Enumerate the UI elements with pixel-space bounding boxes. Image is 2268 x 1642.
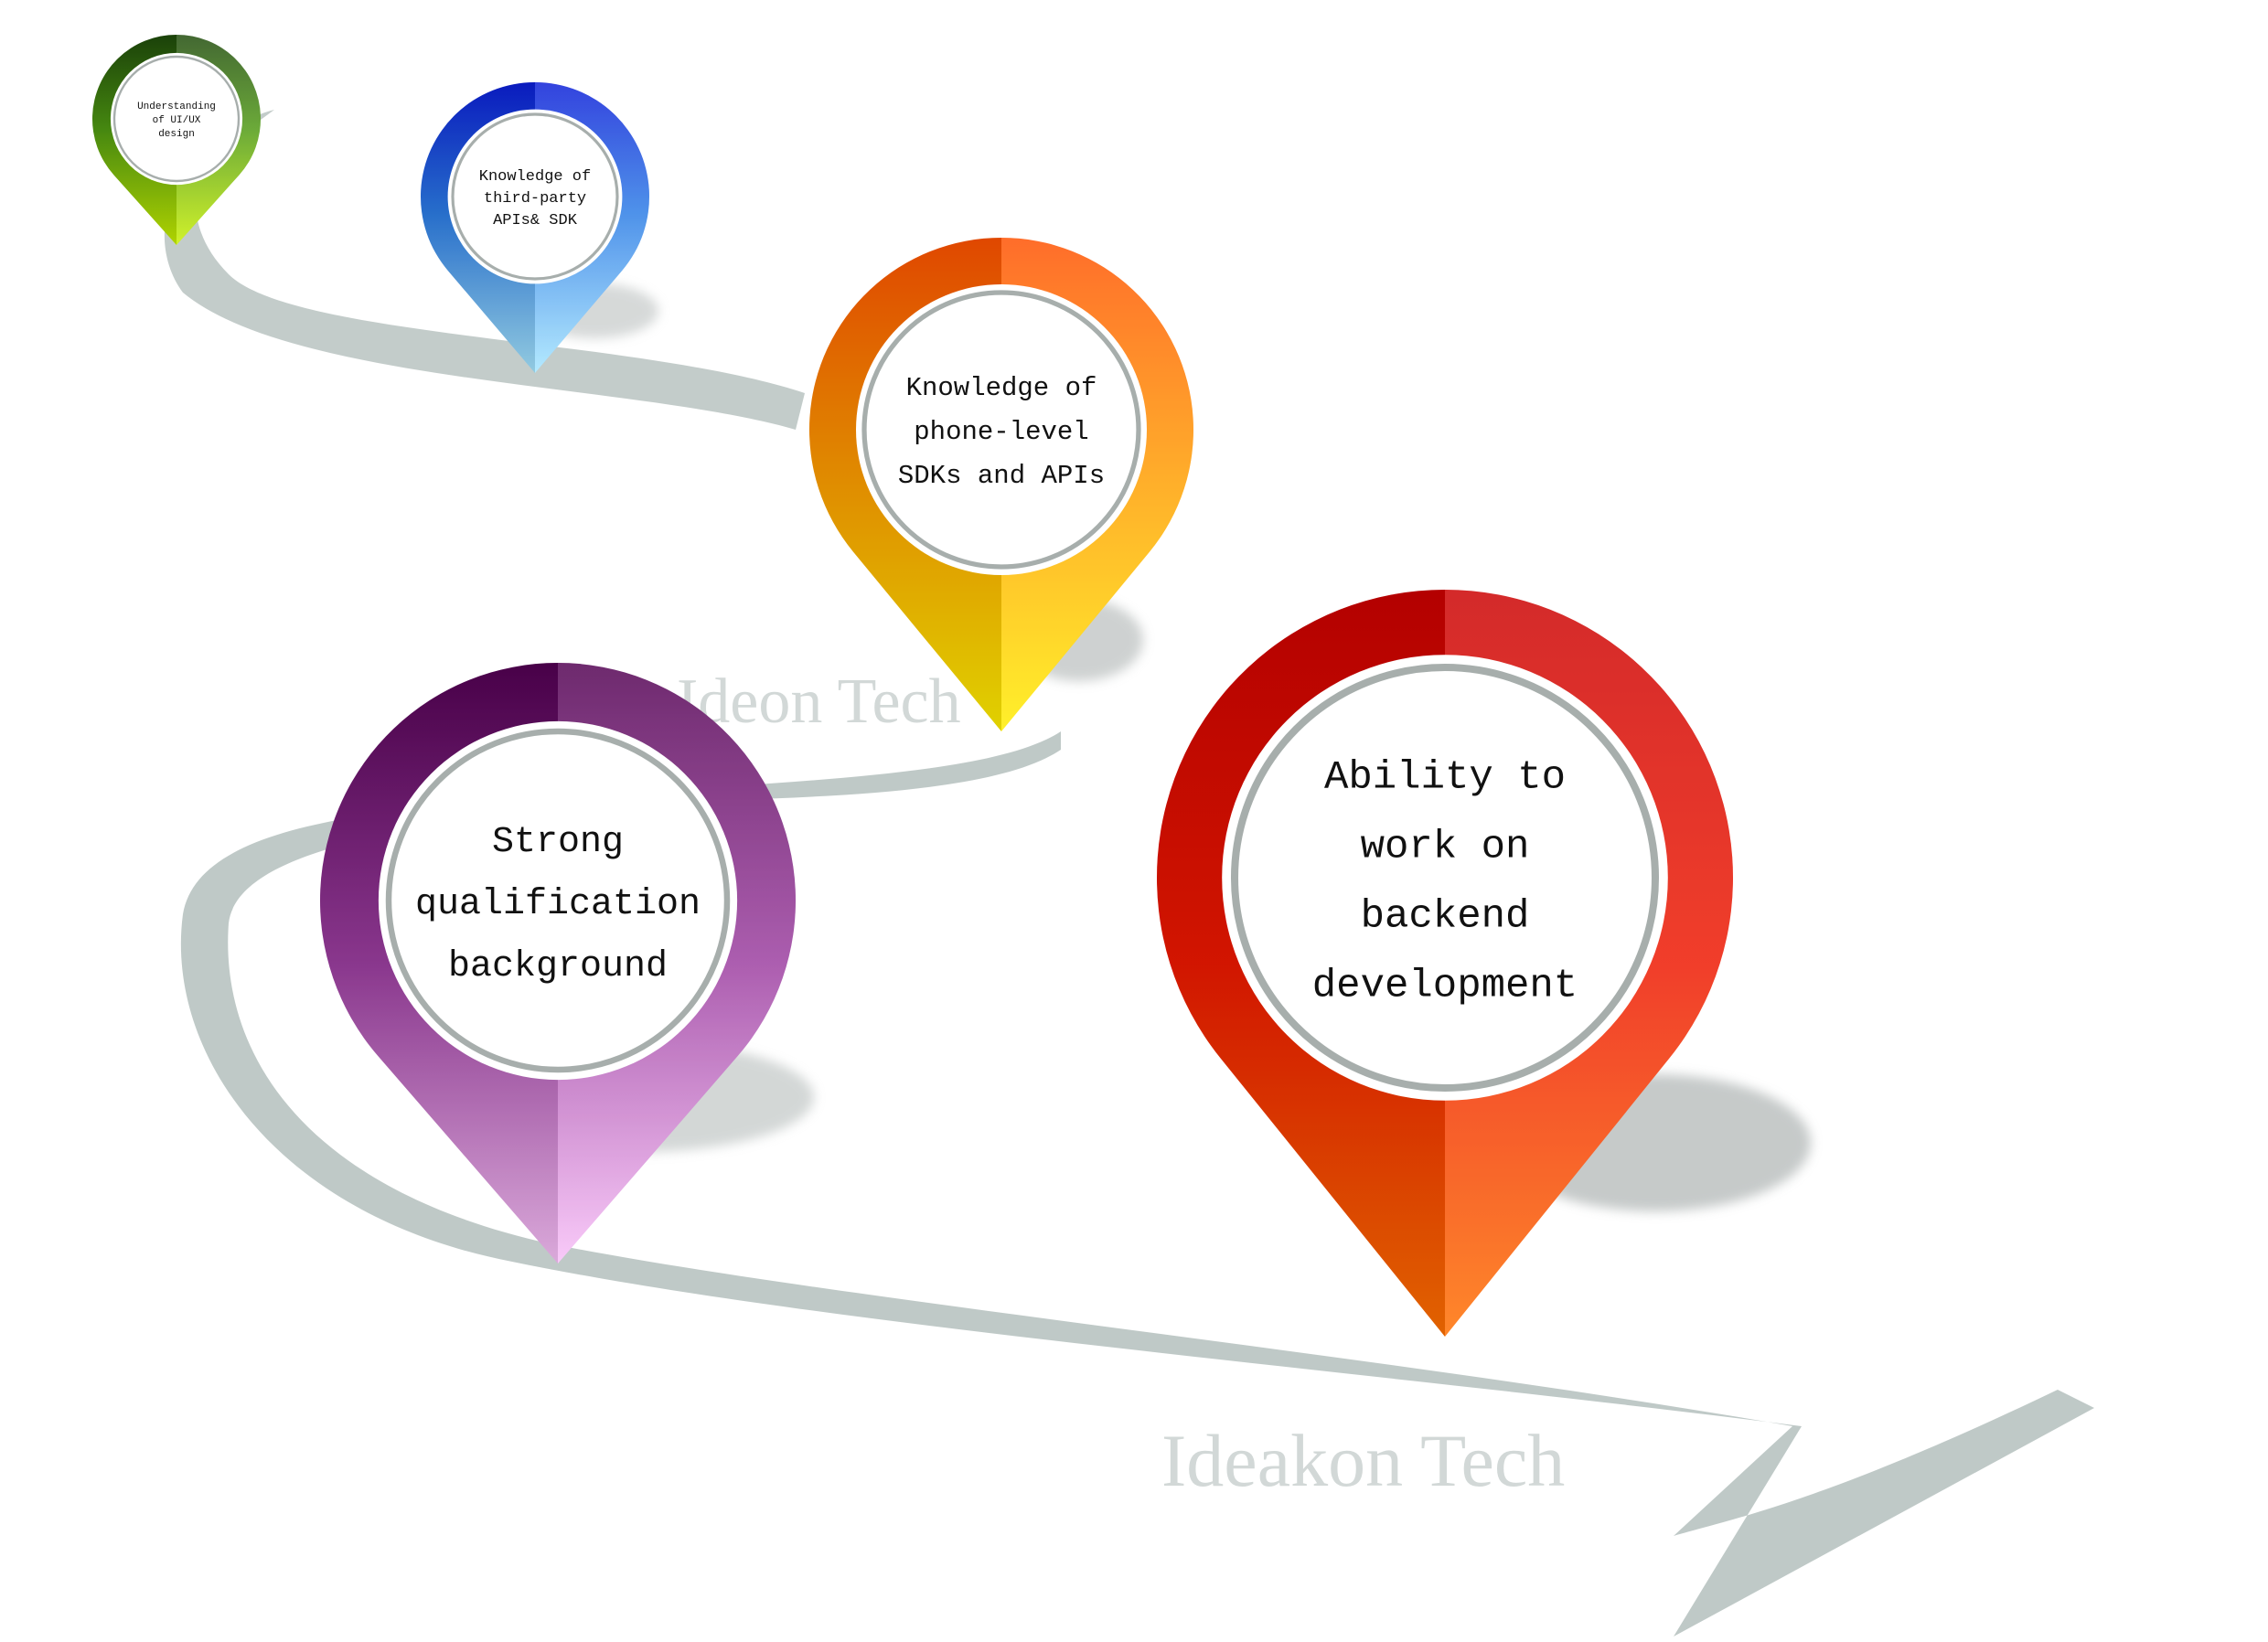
pin-label-line: Knowledge of <box>479 168 591 186</box>
pin-label-line: qualification <box>415 884 701 925</box>
watermark-lower: Ideakon Tech <box>1161 1419 1565 1502</box>
pin-disc <box>112 55 241 183</box>
pin-disc <box>385 728 731 1073</box>
pin-label-line: background <box>448 946 668 987</box>
pin-label-line: phone-level <box>914 417 1088 447</box>
pin-disc <box>1230 663 1660 1093</box>
pin-label-line: development <box>1312 963 1578 1008</box>
pin-qualification: Strong qualification background <box>320 663 797 1263</box>
pin-backend: Ability to work on backend development <box>1156 590 1733 1337</box>
pin-label-line: SDKs and APIs <box>898 461 1105 491</box>
pin-label-line: APIs& SDK <box>493 212 578 229</box>
pin-disc <box>861 290 1141 570</box>
pin-label-line: Understanding <box>137 101 216 112</box>
pin-label-line: Strong <box>492 822 624 863</box>
pin-label-line: of UI/UX <box>153 115 201 126</box>
pin-label-line: Knowledge of <box>906 373 1097 403</box>
pin-label-line: Ability to <box>1324 754 1566 800</box>
pin-label-line: third-party <box>484 190 586 208</box>
pin-ui-ux: Understanding of UI/UX design <box>91 35 261 246</box>
pin-label-line: design <box>158 129 195 140</box>
pin-disc <box>451 112 619 281</box>
pin-label-line: backend <box>1361 893 1530 939</box>
watermark-upper: Ideon Tech <box>677 666 961 737</box>
pin-label-line: work on <box>1361 824 1530 869</box>
